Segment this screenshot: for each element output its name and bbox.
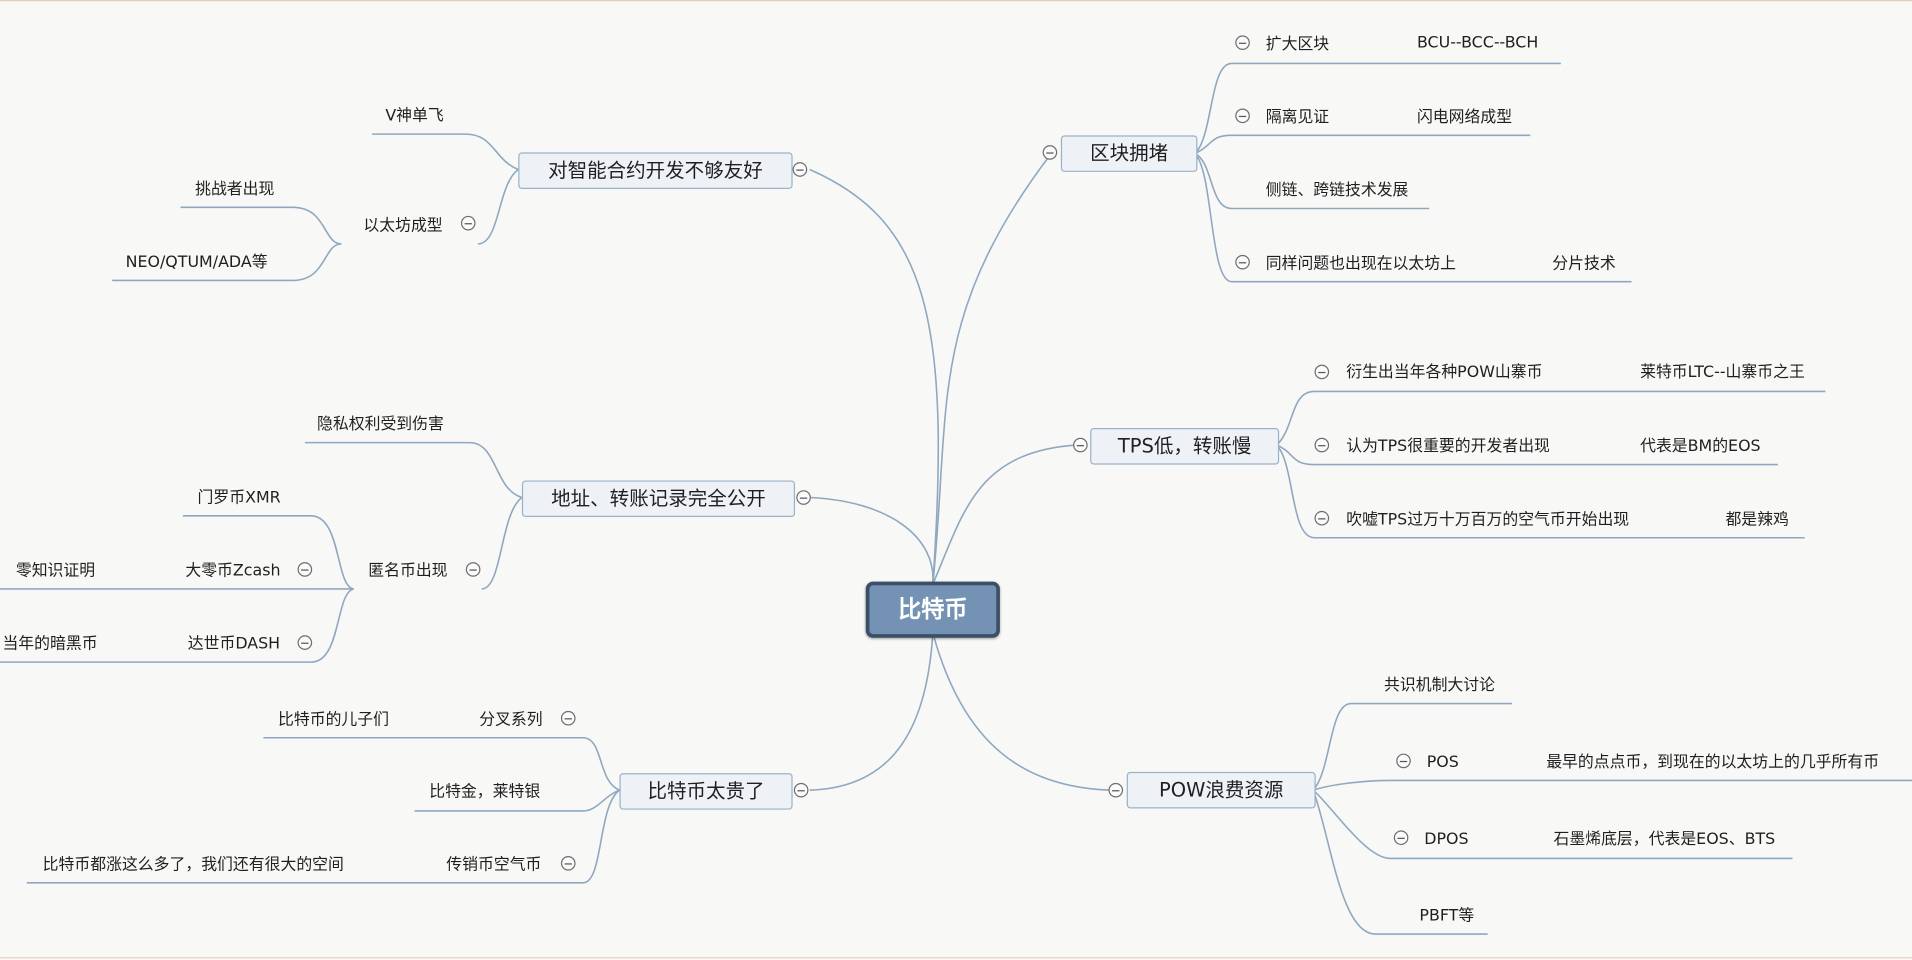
leaf-bitcoin-sons: 比特币的儿子们 <box>278 710 390 730</box>
collapse-icon[interactable] <box>1314 437 1330 453</box>
branch-enlarge-block: 扩大区块 <box>1265 35 1330 54</box>
leaf-bcu-bcc-bch: BCU--BCC--BCH <box>1416 34 1539 53</box>
topic-label: 区块拥堵 <box>1090 141 1169 165</box>
topic-address-public[interactable]: 地址、转账记录完全公开 <box>521 480 796 518</box>
leaf-dash: 达世币DASH <box>187 635 281 654</box>
branch-dpos: DPOS <box>1424 830 1469 849</box>
topic-label: 地址、转账记录完全公开 <box>551 486 766 510</box>
topic-too-expensive[interactable]: 比特币太贵了 <box>619 773 793 810</box>
leaf-bm-eos: 代表是BM的EOS <box>1640 437 1761 457</box>
leaf-litecoin: 莱特币LTC--山寨币之王 <box>1640 363 1805 382</box>
collapse-icon[interactable] <box>297 635 313 650</box>
collapse-icon[interactable] <box>793 782 809 798</box>
leaf-dark-coin: 当年的暗黑币 <box>2 635 98 654</box>
collapse-icon[interactable] <box>1108 782 1124 798</box>
leaf-challenger: 挑战者出现 <box>195 180 275 199</box>
topic-pow-waste[interactable]: POW浪费资源 <box>1126 771 1316 809</box>
collapse-icon[interactable] <box>1235 254 1250 270</box>
collapse-icon[interactable] <box>460 215 476 231</box>
leaf-sharding: 分片技术 <box>1552 254 1616 274</box>
collapse-icon[interactable] <box>1314 510 1330 526</box>
leaf-zcash: 大零币Zcash <box>185 562 281 581</box>
branch-tps-developers: 认为TPS很重要的开发者出现 <box>1346 437 1550 457</box>
collapse-icon[interactable] <box>1393 830 1409 846</box>
leaf-still-room: 比特币都涨这么多了，我们还有很大的空间 <box>42 856 344 875</box>
leaf-graphene: 石墨烯底层，代表是EOS、BTS <box>1553 830 1776 849</box>
collapse-icon[interactable] <box>1314 364 1330 380</box>
leaf-pos-coins: 最早的点点币，到现在的以太坊上的几乎所有币 <box>1546 753 1880 772</box>
leaf-neo-qtum-ada: NEO/QTUM/ADA等 <box>125 253 268 272</box>
branch-pbft: PBFT等 <box>1419 907 1475 926</box>
collapse-icon[interactable] <box>796 490 811 505</box>
topic-tps-low[interactable]: TPS低，转账慢 <box>1090 428 1280 465</box>
branch-gold-silver: 比特金，莱特银 <box>429 782 541 802</box>
branch-pow-altcoins: 衍生出当年各种POW山寨币 <box>1346 363 1543 382</box>
central-topic[interactable]: 比特币 <box>865 581 1000 638</box>
topic-label: 比特币太贵了 <box>647 779 765 803</box>
central-topic-label: 比特币 <box>898 596 968 624</box>
collapse-icon[interactable] <box>1396 753 1411 769</box>
branch-ethereum-same: 同样问题也出现在以太坊上 <box>1265 254 1456 274</box>
collapse-icon[interactable] <box>1073 437 1088 453</box>
branch-ethereum-formed: 以太坊成型 <box>363 217 443 236</box>
collapse-icon[interactable] <box>465 562 481 577</box>
topic-block-congestion[interactable]: 区块拥堵 <box>1060 135 1198 172</box>
leaf-monero: 门罗币XMR <box>197 488 281 508</box>
topic-label: TPS低，转账慢 <box>1117 434 1252 458</box>
leaf-zero-knowledge: 零知识证明 <box>15 562 96 581</box>
branch-privacy: 隐私权利受到伤害 <box>317 415 444 435</box>
branch-segwit: 隔离见证 <box>1265 108 1330 127</box>
branch-sidechain: 侧链、跨链技术发展 <box>1265 181 1409 200</box>
branch-pyramid-coins: 传销币空气币 <box>446 856 542 875</box>
collapse-icon[interactable] <box>1235 35 1250 50</box>
branch-fork-series: 分叉系列 <box>479 710 543 730</box>
topic-label: POW浪费资源 <box>1158 777 1284 802</box>
branch-air-coins: 吹嘘TPS过万十万百万的空气币开始出现 <box>1346 510 1630 530</box>
leaf-lightning: 闪电网络成型 <box>1416 108 1513 127</box>
topic-label: 对智能合约开发不够友好 <box>548 158 763 182</box>
collapse-icon[interactable] <box>1042 145 1058 160</box>
topic-smart-contract[interactable]: 对智能合约开发不够友好 <box>518 152 793 190</box>
collapse-icon[interactable] <box>560 856 576 871</box>
collapse-icon[interactable] <box>1235 108 1250 124</box>
branch-anonymous-coins: 匿名币出现 <box>368 562 448 581</box>
branch-v-shen: V神单飞 <box>385 107 444 126</box>
leaf-junk: 都是辣鸡 <box>1725 510 1789 530</box>
branch-consensus: 共识机制大讨论 <box>1384 676 1496 696</box>
branch-pos: POS <box>1426 753 1459 772</box>
collapse-icon[interactable] <box>297 562 313 577</box>
collapse-icon[interactable] <box>792 162 808 177</box>
collapse-icon[interactable] <box>560 710 576 726</box>
